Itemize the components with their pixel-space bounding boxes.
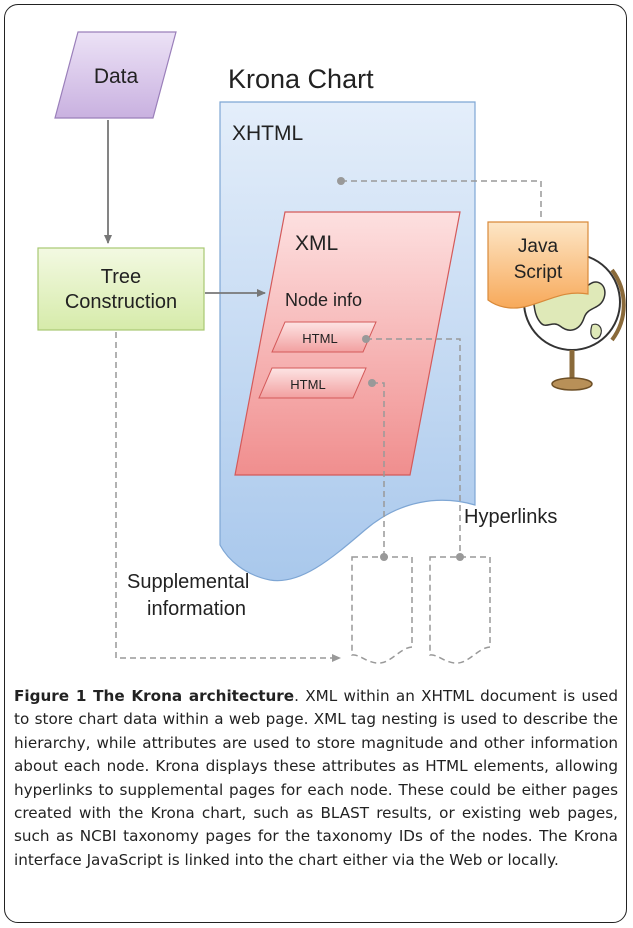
connector-dot	[337, 177, 345, 185]
html-label-2: HTML	[290, 377, 325, 392]
html-2-connector-dot	[368, 379, 376, 387]
supplemental-page-2	[429, 556, 491, 664]
figure-caption: Figure 1 The Krona architecture. XML wit…	[14, 685, 618, 872]
hyperlinks-label: Hyperlinks	[464, 506, 557, 528]
supplemental-label-line1: Supplemental	[127, 571, 249, 593]
xml-label: XML	[295, 232, 338, 255]
javascript-node: Java Script	[487, 221, 589, 309]
html-element-2: HTML	[258, 367, 367, 399]
html-element-1: HTML	[271, 321, 377, 353]
data-label: Data	[94, 65, 139, 88]
javascript-label-line1: Java	[518, 236, 559, 257]
tree-label-line1: Tree	[101, 266, 141, 288]
caption-label: Figure 1 The Krona architecture	[14, 687, 295, 705]
data-node: Data	[54, 31, 177, 119]
xhtml-to-javascript-connector	[341, 180, 542, 218]
supplemental-page-1	[351, 556, 413, 664]
node-info-label: Node info	[285, 290, 362, 310]
xhtml-label: XHTML	[232, 122, 303, 145]
supplemental-label-line2: information	[147, 598, 246, 620]
figure-frame	[4, 4, 627, 923]
tree-construction-node: Tree Construction	[37, 247, 205, 331]
supplemental-connector	[115, 332, 341, 662]
krona-chart-title: Krona Chart	[228, 64, 374, 94]
html-1-connector-dot	[362, 335, 370, 343]
tree-label-line2: Construction	[65, 291, 177, 313]
javascript-label-line2: Script	[514, 262, 563, 283]
caption-text: . XML within an XHTML document is used t…	[14, 687, 618, 869]
html-label-1: HTML	[302, 331, 337, 346]
